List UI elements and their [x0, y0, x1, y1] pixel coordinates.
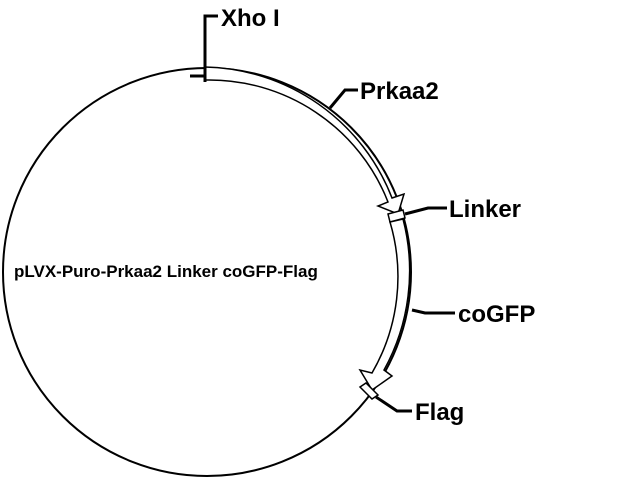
- cogfp-label: coGFP: [458, 301, 535, 328]
- xhoi-leader: [190, 14, 218, 82]
- prkaa2-arrow: [204, 66, 406, 216]
- prkaa2-label: Prkaa2: [360, 78, 439, 105]
- linker-leader: [404, 206, 447, 216]
- flag-label: Flag: [415, 399, 464, 426]
- flag-box: [358, 382, 380, 400]
- xhoi-label: Xho I: [221, 5, 280, 32]
- flag-leader: [375, 395, 412, 413]
- cogfp-arrow: [358, 218, 411, 392]
- cogfp-leader: [411, 308, 455, 315]
- prkaa2-leader: [328, 88, 358, 109]
- plasmid-name: pLVX-Puro-Prkaa2 Linker coGFP-Flag: [14, 262, 318, 281]
- linker-label: Linker: [449, 196, 521, 223]
